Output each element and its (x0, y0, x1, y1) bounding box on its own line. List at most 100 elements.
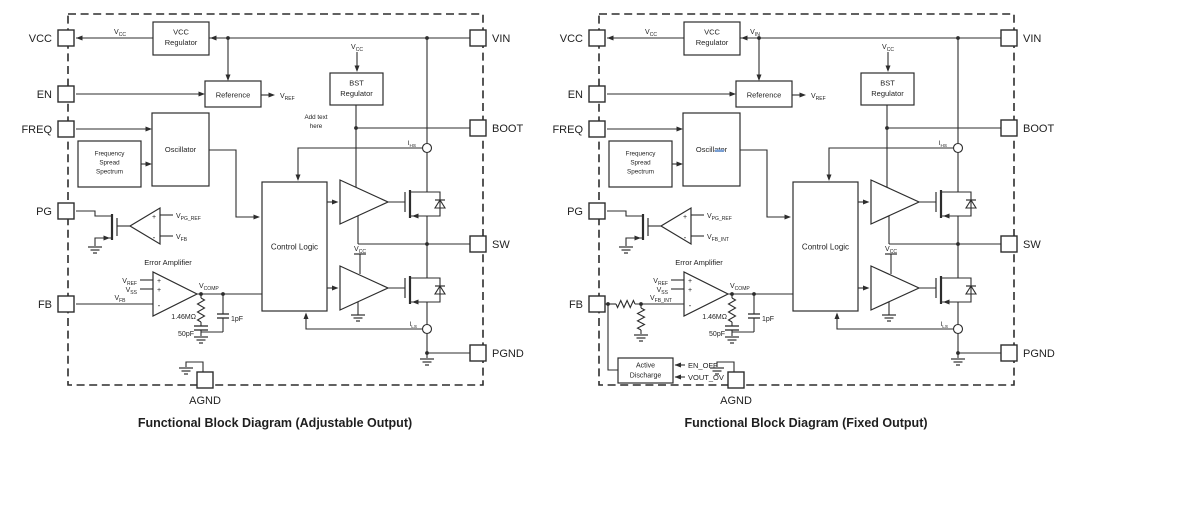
arrowhead (674, 362, 681, 368)
net-label-ea-fb: VFB_INT (650, 295, 672, 304)
net-label-ls-vcc: VCC (885, 246, 897, 255)
ea-minus-sign: - (689, 301, 692, 310)
pin-vcc (57, 29, 75, 47)
arrowhead (303, 312, 309, 319)
block-reference (204, 80, 262, 108)
arrowhead (225, 74, 231, 81)
pin-pgnd (469, 344, 487, 362)
net-label-bst-vcc: VCC (351, 44, 363, 53)
ls-body-diode-icon (965, 284, 977, 295)
net-label-vref: VREF (280, 93, 295, 102)
error-amplifier-title: Error Amplifier (144, 258, 192, 267)
pin-pg (588, 202, 606, 220)
block-frequency-spread-spectrum (77, 140, 142, 188)
pin-label-fb: FB (569, 299, 583, 311)
pg-mosfet-source-arrow (103, 235, 110, 241)
pg-comparator (659, 206, 692, 246)
block-reference (735, 80, 793, 108)
arrowhead (607, 35, 614, 41)
pin-vin (469, 29, 487, 47)
ls-body-diode-loop (427, 277, 441, 303)
wire-ils-sense (305, 314, 423, 330)
block-vcc-regulator (152, 21, 210, 56)
arrowhead (332, 199, 339, 205)
hs-mosfet-source-arrow (943, 213, 950, 219)
comp-resistor (196, 297, 206, 323)
net-label-ea-fb: VFB (114, 295, 126, 304)
pin-label-vcc: VCC (29, 33, 52, 45)
block-label-vcc-regulator: VCC (173, 28, 189, 37)
net-label-ea-vss: VSS (657, 287, 669, 296)
pin-label-pg: PG (36, 206, 52, 218)
hs-mosfet-source-arrow (412, 213, 419, 219)
wire-osc-out (740, 149, 789, 218)
ls-gate-driver (339, 265, 390, 311)
net-label-pg-fb: VFB_INT (707, 234, 729, 243)
pin-sw (1000, 235, 1018, 253)
block-label-vcc-regulator: Regulator (165, 38, 198, 47)
hs-body-diode-icon (965, 198, 977, 209)
ic-boundary (598, 13, 1015, 386)
net-label-vin: VIN (750, 29, 760, 38)
pin-label-vcc: VCC (560, 33, 583, 45)
net-label-pg-ref: VPG_REF (707, 213, 732, 222)
ls-body-diode-loop (958, 277, 972, 303)
wire-ils-sense (836, 314, 954, 330)
ea-plus-sign: + (688, 287, 692, 294)
net-label-ea-vss: VSS (126, 287, 138, 296)
arrowhead (863, 285, 870, 291)
current-sensor-ihs (952, 142, 964, 154)
hs-body-diode-loop (427, 191, 441, 217)
pin-en (588, 85, 606, 103)
comp-resistor-value: 1.46MΩ (171, 314, 196, 321)
ls-mosfet-source-arrow (943, 299, 950, 305)
signal-label-vout-ov: VOUT_OV (688, 373, 724, 382)
arrowhead (676, 126, 683, 132)
arrowhead (674, 374, 681, 380)
net-label-pg-fb: VFB (176, 234, 188, 243)
pin-freq (57, 120, 75, 138)
arrowhead (295, 174, 301, 181)
pin-label-pgnd: PGND (492, 348, 524, 360)
block-control-logic (261, 181, 328, 312)
arrowhead (826, 174, 832, 181)
net-label-bst-vcc: VCC (882, 44, 894, 53)
arrowhead (253, 214, 260, 220)
arrowhead (332, 285, 339, 291)
ls-mosfet-source-arrow (412, 299, 419, 305)
signal-label-en-off: EN_OFF (688, 361, 718, 370)
block-label-vcc-regulator: VCC (704, 28, 720, 37)
arrowhead (834, 312, 840, 319)
hs-gate-driver (870, 179, 921, 225)
arrowhead (198, 91, 205, 97)
pin-label-agnd: AGND (189, 395, 221, 407)
arrowhead (210, 35, 217, 41)
pin-label-boot: BOOT (1023, 123, 1054, 135)
error-amplifier-title: Error Amplifier (675, 258, 723, 267)
ea-plus-sign: + (688, 278, 692, 285)
pin-vin (1000, 29, 1018, 47)
error-amplifier (683, 271, 730, 317)
arrowhead (676, 161, 683, 167)
pin-label-freq: FREQ (552, 124, 583, 136)
block-bst-regulator (329, 72, 384, 106)
comp-resistor (727, 297, 737, 323)
block-label-reference: Reference (747, 91, 782, 100)
block-label-spread: Spectrum (96, 169, 123, 176)
ea-plus-sign: + (157, 287, 161, 294)
pg-minus-sign: - (684, 233, 687, 242)
net-label-ils: ILS (940, 321, 948, 329)
arrowhead (354, 65, 360, 72)
caption-fixed: Functional Block Diagram (Fixed Output) (684, 416, 927, 430)
arrowhead (784, 214, 791, 220)
net-label-ea-vref: VREF (122, 278, 137, 287)
block-label-spread: Spread (630, 160, 651, 167)
arrowhead (799, 92, 806, 98)
wire-agnd (716, 361, 735, 372)
caption-adjustable: Functional Block Diagram (Adjustable Out… (138, 416, 412, 430)
net-label-vcomp: VCOMP (730, 283, 750, 292)
block-label-active-discharge: Discharge (630, 373, 662, 380)
net-label-pg-ref: VPG_REF (176, 213, 201, 222)
